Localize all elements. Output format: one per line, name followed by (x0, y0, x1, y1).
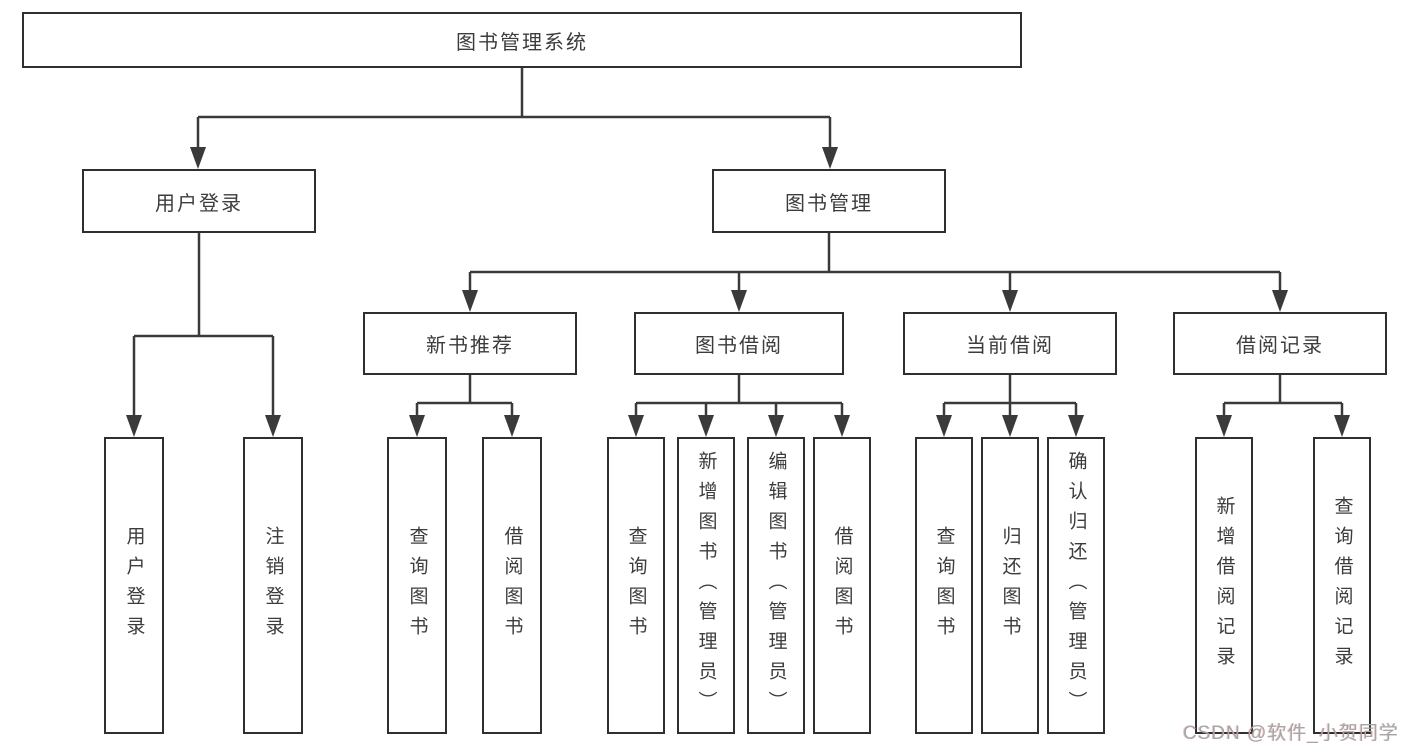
connector-current-borrow-to-leaves (936, 375, 1084, 437)
leaf-edit-book-admin-label: 编辑图书（管理员） (765, 450, 787, 721)
leaf-query-books-newbook: 查询图书 (387, 437, 447, 734)
leaf-confirm-return-admin: 确认归还（管理员） (1047, 437, 1105, 734)
leaf-return-books: 归还图书 (981, 437, 1039, 734)
node-book-borrow-label: 图书借阅 (695, 335, 783, 357)
leaf-query-books-current-label: 查询图书 (933, 525, 955, 646)
leaf-user-login: 用户登录 (104, 437, 164, 734)
node-new-book-recommend-label: 新书推荐 (426, 335, 514, 357)
leaf-return-books-label: 归还图书 (999, 525, 1021, 646)
node-library-system-label: 图书管理系统 (456, 31, 588, 54)
leaf-borrow-books-borrow-label: 借阅图书 (831, 525, 853, 646)
leaf-borrow-books-newbook: 借阅图书 (482, 437, 542, 734)
leaf-add-borrow-record: 新增借阅记录 (1195, 437, 1253, 734)
leaf-query-books-borrow: 查询图书 (607, 437, 665, 734)
connector-new-book-to-leaves (409, 375, 520, 437)
node-book-borrow: 图书借阅 (634, 312, 844, 375)
leaf-query-books-borrow-label: 查询图书 (625, 525, 647, 646)
node-book-management-label: 图书管理 (785, 192, 873, 215)
node-current-borrow: 当前借阅 (903, 312, 1117, 375)
connector-user-login-to-leaves (126, 233, 281, 437)
leaf-user-login-label: 用户登录 (123, 525, 145, 646)
leaf-add-book-admin-label: 新增图书（管理员） (695, 450, 717, 721)
leaf-borrow-books-borrow: 借阅图书 (813, 437, 871, 734)
connector-book-mgmt-to-level3 (462, 233, 1288, 312)
connector-root-to-level2 (190, 68, 838, 169)
connector-borrow-record-to-leaves (1216, 375, 1350, 437)
node-user-login-label: 用户登录 (155, 192, 243, 215)
leaf-logout-login-label: 注销登录 (262, 525, 284, 646)
csdn-watermark: CSDN @软件_小贺同学 (1183, 723, 1399, 744)
leaf-logout-login: 注销登录 (243, 437, 303, 734)
leaf-query-books-newbook-label: 查询图书 (406, 525, 428, 646)
leaf-confirm-return-admin-label: 确认归还（管理员） (1065, 450, 1087, 721)
leaf-query-borrow-record-label: 查询借阅记录 (1331, 495, 1353, 676)
leaf-query-books-current: 查询图书 (915, 437, 973, 734)
node-user-login: 用户登录 (82, 169, 316, 233)
leaf-query-borrow-record: 查询借阅记录 (1313, 437, 1371, 734)
leaf-add-book-admin: 新增图书（管理员） (677, 437, 735, 734)
node-borrow-records-label: 借阅记录 (1236, 335, 1324, 357)
connector-book-borrow-to-leaves (628, 375, 850, 437)
node-book-management: 图书管理 (712, 169, 946, 233)
leaf-add-borrow-record-label: 新增借阅记录 (1213, 495, 1235, 676)
node-borrow-records: 借阅记录 (1173, 312, 1387, 375)
node-library-system: 图书管理系统 (22, 12, 1022, 68)
leaf-borrow-books-newbook-label: 借阅图书 (501, 525, 523, 646)
node-new-book-recommend: 新书推荐 (363, 312, 577, 375)
node-current-borrow-label: 当前借阅 (966, 335, 1054, 357)
leaf-edit-book-admin: 编辑图书（管理员） (747, 437, 805, 734)
